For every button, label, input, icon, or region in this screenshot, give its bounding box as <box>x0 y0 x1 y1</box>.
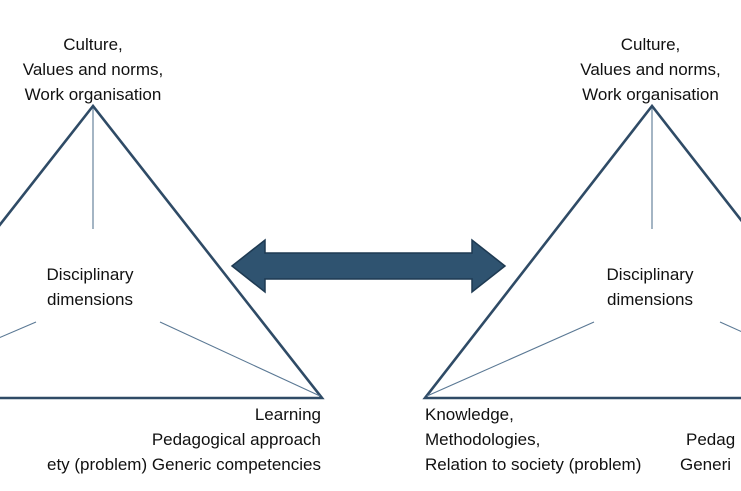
right-bottom-left-label-line-3: Relation to society (problem) <box>425 455 642 474</box>
right-top-label: Culture, Values and norms, Work organisa… <box>560 32 741 107</box>
left-triangle-outline <box>0 103 325 400</box>
left-top-label-line-3: Work organisation <box>24 85 162 104</box>
left-triangle-right-spoke <box>159 321 321 397</box>
left-bottom-right-label-line-2: Pedagogical approach <box>151 430 321 449</box>
left-bottom-right-label: Learning Pedagogical approach ety (probl… <box>0 402 321 477</box>
right-triangle-left-spoke <box>426 321 595 397</box>
left-bottom-right-label-line-3: ety (problem) Generic competencies <box>46 455 321 474</box>
right-center-label-line-2: dimensions <box>607 290 693 309</box>
left-center-label-line-1: Disciplinary <box>46 265 134 284</box>
right-bottom-right-label-line-2: Pedag <box>686 430 736 449</box>
left-center-label: Disciplinary dimensions <box>10 262 170 312</box>
right-top-label-line-3: Work organisation <box>582 85 719 104</box>
right-bottom-left-label-line-1: Knowledge, <box>425 405 514 424</box>
right-triangle-right-spoke <box>719 321 741 333</box>
right-bottom-right-label-line-1 <box>680 402 741 427</box>
right-center-label: Disciplinary dimensions <box>570 262 730 312</box>
right-bottom-left-label: Knowledge, Methodologies, Relation to so… <box>425 402 685 477</box>
right-bottom-right-label-line-3: Generi <box>680 455 732 474</box>
left-top-label-line-1: Culture, <box>63 35 123 54</box>
right-triangle <box>422 103 741 400</box>
right-top-label-line-1: Culture, <box>620 35 681 54</box>
left-bottom-right-label-line-1: Learning <box>254 405 321 424</box>
left-triangle <box>0 103 325 400</box>
double-headed-arrow-shape <box>230 238 507 294</box>
double-headed-arrow-icon <box>230 238 507 294</box>
left-top-label: Culture, Values and norms, Work organisa… <box>0 32 186 107</box>
left-center-label-line-2: dimensions <box>47 290 133 309</box>
right-triangle-outline <box>422 103 741 400</box>
right-center-label-line-1: Disciplinary <box>606 265 694 284</box>
left-triangle-left-spoke <box>0 321 37 339</box>
right-top-label-line-2: Values and norms, <box>580 60 721 79</box>
left-top-label-line-2: Values and norms, <box>22 60 164 79</box>
right-bottom-left-label-line-2: Methodologies, <box>425 430 541 449</box>
right-bottom-right-label: Pedag Generi <box>680 402 741 477</box>
